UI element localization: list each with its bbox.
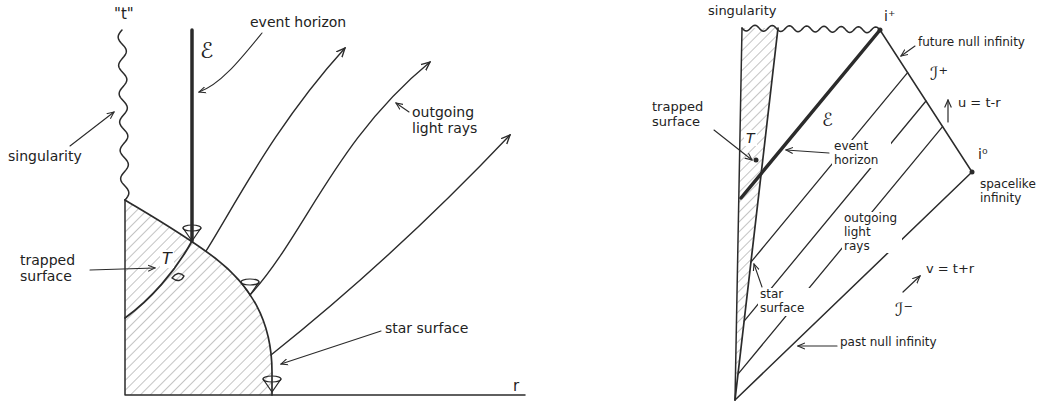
region-label: trapped surface [652, 100, 714, 130]
direction-arrow [947, 100, 948, 122]
surface-symbol: T [744, 130, 757, 146]
point-dot [878, 28, 883, 33]
light-ray [744, 101, 926, 321]
leader-line [90, 268, 155, 270]
region-label: spacelike infinity [980, 178, 1048, 206]
light-cone-rim [263, 376, 281, 382]
horizon-symbol: ℰ [200, 38, 213, 63]
star-surface [735, 28, 778, 400]
ray-label: outgoing light rays [842, 212, 902, 253]
light-cone-rim [183, 225, 201, 231]
infinity-symbol: ℐ⁺ [930, 64, 948, 85]
axes [125, 200, 525, 395]
infinity-symbol: i⁺ [884, 8, 895, 24]
point-dot [754, 158, 759, 163]
region-label: past null infinity [840, 336, 937, 350]
infinity-symbol: ℐ⁻ [895, 300, 913, 321]
axis-label: r [513, 378, 519, 395]
region-label: star surface [385, 320, 468, 336]
axis-label: "t" [114, 6, 134, 23]
ray-label: outgoing light rays [412, 104, 492, 136]
past-null-infinity [735, 172, 972, 400]
region-label: event horizon [250, 14, 346, 30]
event-horizon [190, 30, 194, 241]
infinity-symbol: i⁰ [978, 146, 988, 162]
star-surface [125, 200, 272, 395]
horizon-interior [125, 241, 192, 318]
light-ray [271, 135, 510, 355]
leader-line [396, 103, 409, 112]
coordinate-label: u = t-r [958, 96, 1001, 111]
region-label: future null infinity [918, 36, 1025, 50]
trapped-surface-loop [172, 273, 184, 280]
singularity-line [742, 25, 880, 33]
leader-line [798, 345, 837, 346]
leader-line [281, 331, 381, 364]
coordinate-label: v = t+r [926, 262, 974, 277]
star-interior-hatch [735, 28, 778, 400]
region-label: star surface [758, 288, 812, 316]
light-ray [250, 62, 430, 295]
region-label: trapped surface [20, 252, 92, 284]
leader-line [786, 150, 829, 153]
point-dot [970, 170, 975, 175]
direction-arrow [903, 276, 920, 292]
star-interior-hatch [125, 200, 272, 395]
horizon-symbol: ℰ [820, 110, 835, 131]
region-label: event horizon [832, 140, 891, 168]
region-label: singularity [8, 148, 82, 164]
leader-line [70, 112, 114, 146]
surface-symbol: T [160, 250, 174, 268]
leader-line [754, 264, 762, 287]
region-label: singularity [708, 4, 776, 19]
light-ray [738, 127, 943, 375]
leader-line [199, 33, 262, 92]
singularity-line [118, 30, 129, 200]
light-cone-rim [241, 279, 259, 285]
leader-line [901, 46, 915, 56]
event-horizon [741, 30, 880, 198]
light-ray [206, 48, 345, 251]
light-ray [751, 73, 908, 263]
